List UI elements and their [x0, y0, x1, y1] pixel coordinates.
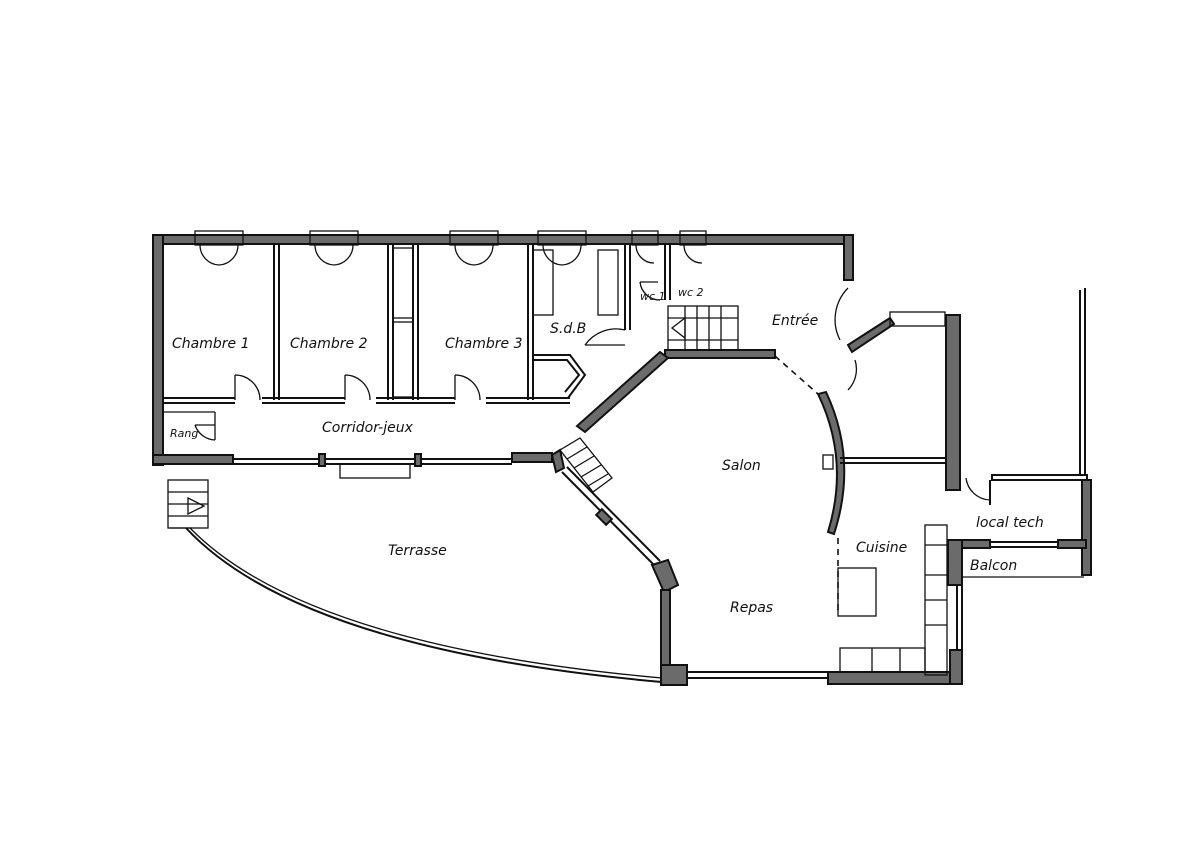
room-label-local-tech: local tech — [976, 515, 1044, 531]
room-label-entree: Entrée — [772, 313, 818, 329]
kitchen-walls — [822, 288, 1092, 685]
doors — [194, 281, 991, 501]
room-label-sdb: S.d.B — [550, 321, 586, 337]
room-label-chambre-1: Chambre 1 — [172, 336, 249, 352]
interior-walls — [163, 244, 671, 440]
room-label-chambre-3: Chambre 3 — [445, 336, 522, 352]
room-label-balcon: Balcon — [970, 558, 1017, 574]
room-label-repas: Repas — [730, 600, 773, 616]
room-label-cuisine: Cuisine — [856, 540, 907, 556]
room-label-terrasse: Terrasse — [388, 543, 447, 559]
top-windows — [194, 230, 707, 266]
room-label-rang: Rang — [170, 427, 198, 440]
room-label-chambre-2: Chambre 2 — [290, 336, 368, 352]
room-label-wc2: wc 2 — [678, 286, 704, 299]
living-area-walls — [550, 349, 961, 686]
room-label-corridor: Corridor-jeux — [322, 420, 414, 436]
room-label-salon: Salon — [722, 458, 761, 474]
room-label-wc1: wc 1 — [640, 290, 666, 303]
terrace-outline — [170, 527, 663, 683]
exterior-walls — [152, 234, 854, 479]
